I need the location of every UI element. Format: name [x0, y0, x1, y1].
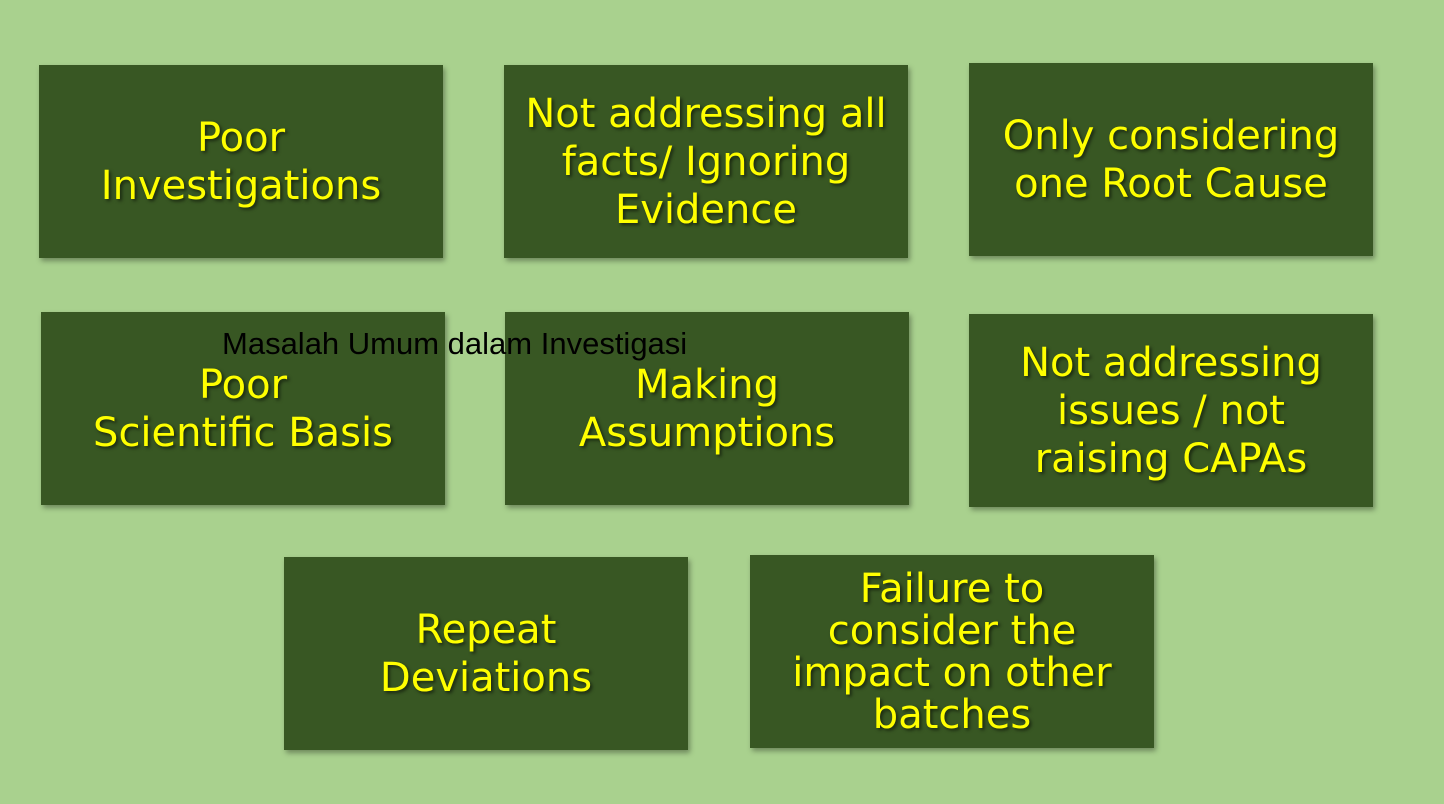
box-label: Repeat Deviations — [379, 606, 593, 701]
box-making-assumptions: Making Assumptions — [505, 312, 909, 505]
box-label: Only considering one Root Cause — [1002, 112, 1340, 207]
box-poor-investigations: Poor Investigations — [39, 65, 443, 258]
box-label: Making Assumptions — [578, 361, 836, 456]
box-not-addressing-all-facts: Not addressing all facts/ Ignoring Evide… — [504, 65, 908, 258]
box-only-one-root-cause: Only considering one Root Cause — [969, 63, 1373, 256]
box-not-raising-capas: Not addressing issues / not raising CAPA… — [969, 314, 1373, 507]
box-label: Not addressing all facts/ Ignoring Evide… — [525, 90, 887, 233]
box-poor-scientific-basis: Poor Scientific Basis — [41, 312, 445, 505]
box-repeat-deviations: Repeat Deviations — [284, 557, 688, 750]
box-label: Failure to consider the impact on other … — [792, 565, 1112, 738]
box-label: Poor Scientific Basis — [93, 361, 393, 456]
slide-title: Masalah Umum dalam Investigasi — [222, 326, 688, 361]
box-label: Not addressing issues / not raising CAPA… — [1020, 339, 1322, 482]
box-label: Poor Investigations — [100, 114, 382, 209]
box-failure-to-consider-impact: Failure to consider the impact on other … — [750, 555, 1154, 748]
